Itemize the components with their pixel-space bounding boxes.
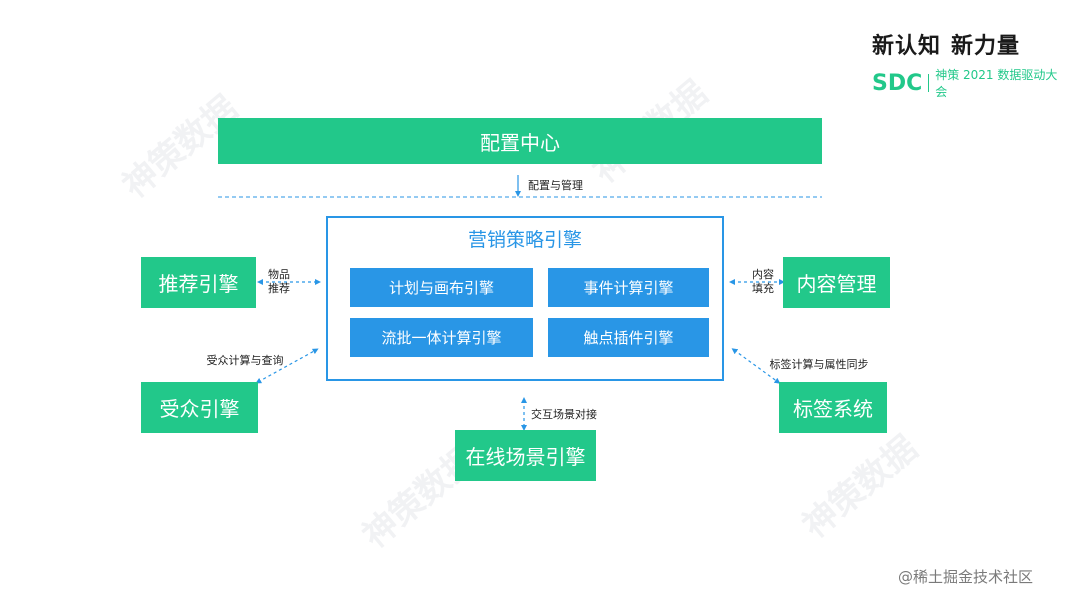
config-center-bar: 配置中心 — [218, 118, 822, 164]
slogan-part1: 新认知 — [872, 33, 942, 59]
conference-name: 神策 2021 数据驱动大会 — [935, 68, 1058, 99]
slogan-part2: 新力量 — [951, 33, 1021, 59]
items-recommend-line2: 推荐 — [268, 282, 290, 295]
tag-sync-label: 标签计算与属性同步 — [769, 358, 869, 371]
marketing-engine-title: 营销策略引擎 — [467, 229, 582, 251]
sub-engine-plan-canvas: 计划与画布引擎 — [350, 268, 533, 307]
content-mgmt-box: 内容管理 — [783, 257, 890, 308]
sub-engine-touchpoint: 触点插件引擎 — [548, 318, 709, 357]
audience-query-label: 受众计算与查询 — [206, 354, 284, 367]
content-fill-label: 内容 填充 — [748, 268, 778, 296]
sub-engine-event-compute: 事件计算引擎 — [548, 268, 709, 307]
scene-interaction-label: 交互场景对接 — [531, 408, 597, 421]
items-recommend-label: 物品 推荐 — [262, 268, 296, 296]
content-fill-line1: 内容 — [752, 268, 774, 281]
items-recommend-line1: 物品 — [268, 268, 290, 281]
tag-system-box: 标签系统 — [779, 382, 887, 433]
audience-engine-box: 受众引擎 — [141, 382, 258, 433]
content-fill-line2: 填充 — [752, 282, 774, 295]
config-mgmt-label: 配置与管理 — [528, 179, 583, 192]
recommend-engine-box: 推荐引擎 — [141, 257, 256, 308]
arrow-audience — [255, 348, 319, 384]
logo-divider — [928, 74, 930, 92]
sub-engine-stream-batch: 流批一体计算引擎 — [350, 318, 533, 357]
brand-logo: 新认知 新力量 SDC 神策 2021 数据驱动大会 — [872, 28, 1062, 100]
footer-credit: @稀土掘金技术社区 — [898, 568, 1034, 586]
sdc-logo-mark: SDC — [872, 70, 923, 96]
online-scene-engine-box: 在线场景引擎 — [455, 430, 596, 481]
